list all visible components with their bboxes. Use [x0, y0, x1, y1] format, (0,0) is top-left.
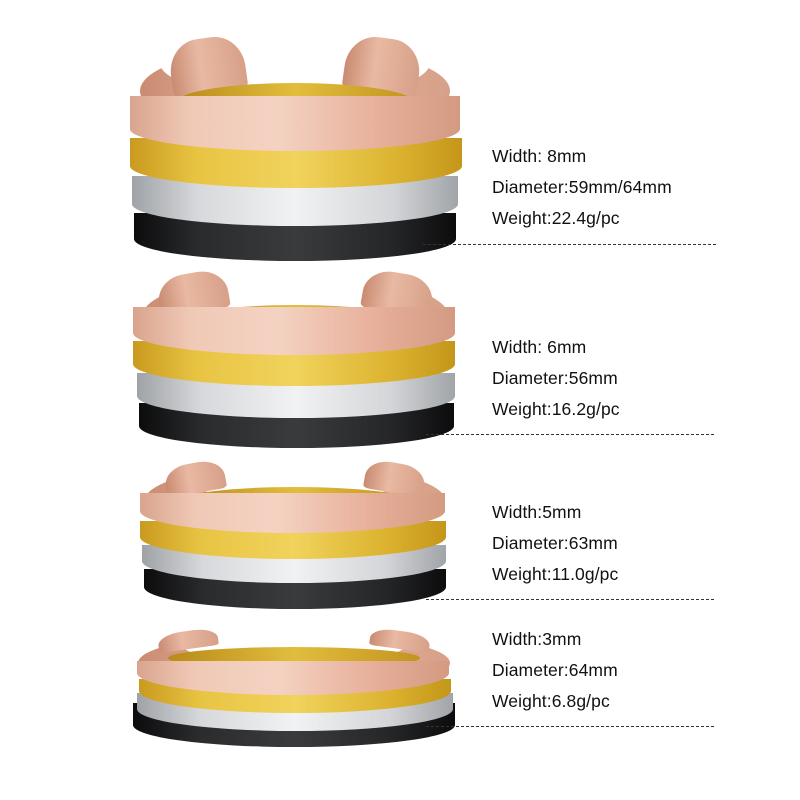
spec-weight: Weight:6.8g/pc: [492, 691, 610, 711]
cuff-band-rose: [130, 96, 460, 151]
cuff-band-rose: [140, 493, 445, 533]
spec-weight: Weight:11.0g/pc: [492, 564, 619, 584]
spec-diameter: Diameter:63mm: [492, 533, 618, 553]
bracelet-stack-3mm: [133, 625, 455, 755]
spec-list-5mm: Width:5mm Diameter:63mm Weight:11.0g/pc: [492, 497, 618, 590]
divider-dashed: [426, 726, 714, 727]
spec-weight: Weight:22.4g/pc: [492, 208, 620, 228]
spec-width: Width: 6mm: [492, 337, 587, 357]
spec-diameter: Diameter:59mm/64mm: [492, 177, 672, 197]
divider-dashed: [423, 244, 716, 245]
bracelet-stack-6mm: [133, 265, 458, 450]
bracelet-stack-8mm: [130, 28, 462, 263]
spec-list-8mm: Width: 8mm Diameter:59mm/64mm Weight:22.…: [492, 141, 672, 234]
spec-width: Width: 8mm: [492, 146, 587, 166]
spec-list-3mm: Width:3mm Diameter:64mm Weight:6.8g/pc: [492, 624, 618, 717]
spec-list-6mm: Width: 6mm Diameter:56mm Weight:16.2g/pc: [492, 332, 620, 425]
bracelet-stack-5mm: [140, 457, 450, 612]
cuff-band-rose: [137, 661, 449, 695]
cuff-band-rose: [133, 307, 455, 355]
spec-width: Width:5mm: [492, 502, 582, 522]
divider-dashed: [426, 434, 714, 435]
spec-diameter: Diameter:56mm: [492, 368, 618, 388]
spec-diameter: Diameter:64mm: [492, 660, 618, 680]
spec-width: Width:3mm: [492, 629, 582, 649]
spec-weight: Weight:16.2g/pc: [492, 399, 620, 419]
divider-dashed: [426, 599, 714, 600]
